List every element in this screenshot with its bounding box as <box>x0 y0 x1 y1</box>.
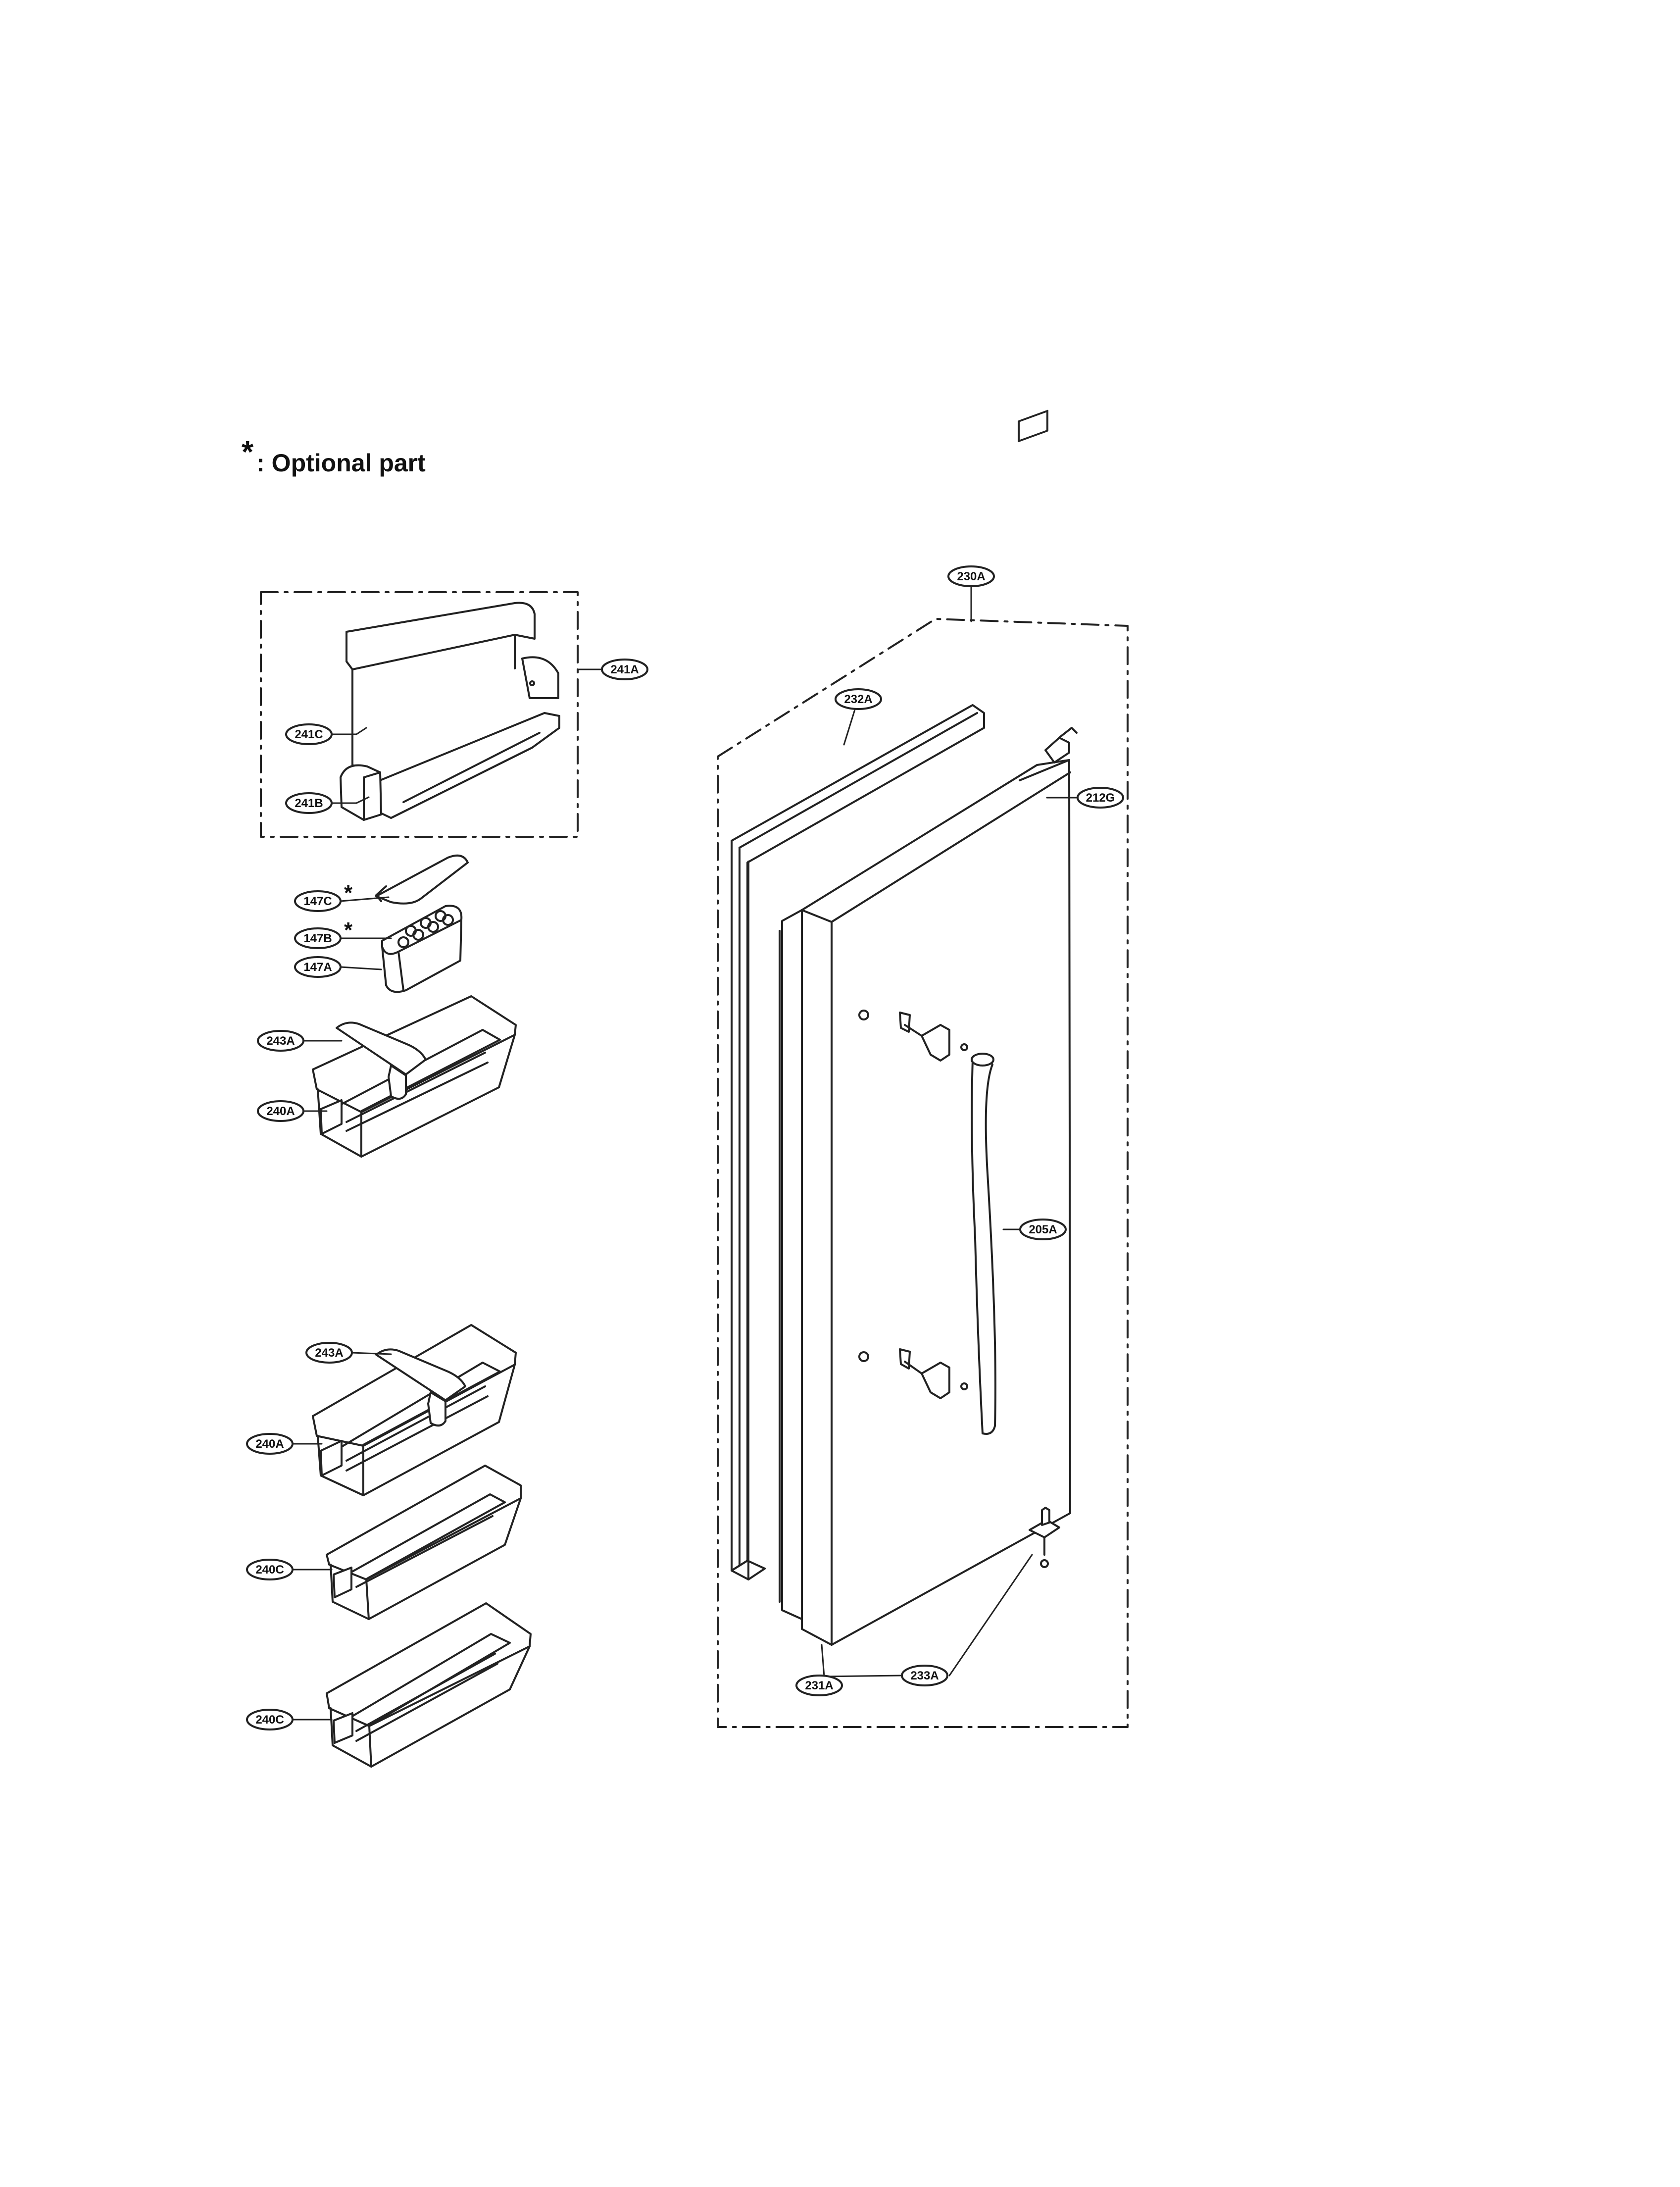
optional-asterisk-147b: * <box>344 918 353 942</box>
callout-label: 232A <box>844 693 872 706</box>
callout-230a: 230A <box>947 565 995 587</box>
callout-233a: 233A <box>901 1665 948 1686</box>
callout-label: 231A <box>805 1679 833 1692</box>
optional-asterisk-147c: * <box>344 881 353 905</box>
door-bin-240a-upper <box>312 995 517 1158</box>
door-handle-205a <box>858 1010 996 1435</box>
door-bin-assembly-group-box <box>260 591 579 838</box>
callout-240c-upper: 240C <box>246 1559 294 1580</box>
optional-part-legend: *: Optional part <box>242 435 426 479</box>
callout-240a-upper: 240A <box>257 1100 304 1122</box>
callout-label: 230A <box>957 570 985 583</box>
callout-231a: 231A <box>795 1675 843 1696</box>
callout-label: 240A <box>255 1437 284 1451</box>
label-plate-212g-shape <box>1018 409 1048 443</box>
callout-240c-lower: 240C <box>246 1709 294 1730</box>
callout-label: 241A <box>610 663 639 676</box>
callout-212g: 212G <box>1077 787 1124 809</box>
door-bin-240a-lower <box>312 1324 517 1496</box>
callout-label: 212G <box>1086 791 1115 805</box>
callout-label: 243A <box>266 1034 295 1048</box>
door-bin-240c-lower <box>326 1602 532 1768</box>
legend-text: : Optional part <box>256 449 426 477</box>
callout-label: 147A <box>303 961 332 974</box>
callout-label: 241C <box>295 728 323 741</box>
callout-label: 147C <box>303 895 332 908</box>
lower-hinge-233a <box>1029 1507 1060 1568</box>
callout-147a: 147A <box>294 956 342 978</box>
callout-label: 233A <box>910 1669 939 1682</box>
callout-147b: 147B * <box>294 918 353 949</box>
callout-243a-upper: 243A <box>257 1030 304 1052</box>
legend-asterisk: * <box>242 435 254 469</box>
callout-label: 240A <box>266 1105 295 1118</box>
door-gasket-232a <box>731 704 985 1580</box>
leader-lines <box>291 584 1079 1721</box>
callout-241a: 241A <box>601 659 648 680</box>
callout-label: 240C <box>255 1713 284 1727</box>
callout-label: 240C <box>255 1563 284 1577</box>
callout-232a: 232A <box>835 688 882 710</box>
callout-147c: 147C * <box>294 881 353 912</box>
callout-label: 147B <box>303 932 332 945</box>
callout-241c: 241C <box>285 723 333 745</box>
callout-label: 205A <box>1029 1223 1057 1236</box>
callout-205a: 205A <box>1019 1219 1067 1240</box>
callout-241b: 241B <box>285 792 333 814</box>
refrigerator-door-231a <box>779 409 1078 1646</box>
callout-label: 241B <box>295 797 323 810</box>
door-assembly-group-box <box>717 618 1129 1728</box>
egg-tray-147 <box>375 854 469 993</box>
callout-240a-lower: 240A <box>246 1433 294 1455</box>
door-bin-241 <box>340 602 560 821</box>
callout-243a-lower: 243A <box>305 1342 353 1364</box>
door-bin-240c-upper <box>326 1465 522 1620</box>
callout-label: 243A <box>315 1346 343 1360</box>
top-hinge-cap <box>1044 737 1070 763</box>
